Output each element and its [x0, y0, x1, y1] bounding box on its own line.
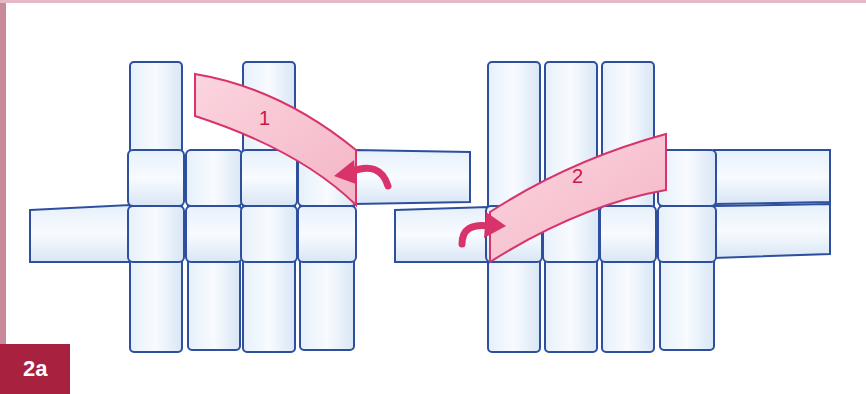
- callout-number: 2: [572, 166, 583, 186]
- weaving-strip-1: [195, 74, 388, 205]
- left-weave: [30, 62, 470, 352]
- weaving-strip-2: [462, 134, 666, 262]
- right-weave: [395, 62, 830, 352]
- figure-tag: [0, 344, 70, 394]
- frame-edge: [0, 0, 6, 394]
- callout-number: 1: [259, 108, 270, 128]
- frame-edge: [0, 0, 866, 3]
- figure-number: 2a: [23, 358, 47, 380]
